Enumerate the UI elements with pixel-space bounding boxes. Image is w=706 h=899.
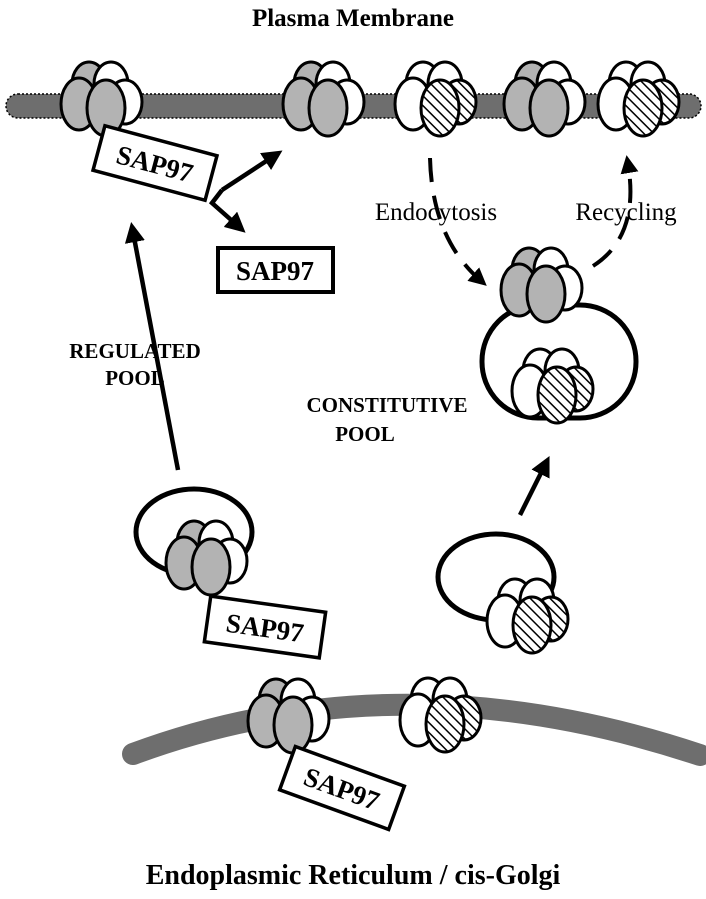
receptor-hatched-er	[398, 676, 483, 754]
sap97-label-free: SAP97	[236, 256, 314, 286]
arrow-to-free-sap97	[208, 188, 246, 233]
receptor-hatched-pm-2	[596, 60, 681, 138]
endocytosis-arrow	[428, 157, 487, 286]
receptor-regulated-vesicle	[164, 519, 249, 597]
constitutive-pool-label-line1: CONSTITUTIVE	[306, 393, 467, 417]
receptor-hatched-endosome	[510, 347, 595, 425]
receptor-regulated-pm	[59, 60, 144, 138]
arrow-to-membrane	[220, 150, 283, 192]
er-golgi-title: Endoplasmic Reticulum / cis-Golgi	[146, 860, 561, 891]
sap97-box-pm: SAP97	[90, 123, 220, 203]
regulated-pool-label-line1: REGULATED	[69, 339, 200, 363]
receptor-gray-pm-1	[281, 60, 366, 138]
constitutive-pathway-arrow	[517, 455, 550, 517]
sap97-box-vesicle: SAP97	[202, 594, 328, 660]
constitutive-pool-label-line2: POOL	[335, 422, 395, 446]
receptor-gray-pm-2	[502, 60, 587, 138]
regulated-pool-label-line2: POOL	[105, 366, 165, 390]
plasma-membrane-title: Plasma Membrane	[252, 5, 454, 32]
sap97-box-er: SAP97	[277, 744, 407, 832]
receptor-gray-endosome	[499, 246, 584, 324]
sap97-box-free: SAP97	[216, 246, 335, 294]
receptor-hatched-vesicle	[485, 577, 570, 655]
receptor-gray-er	[246, 677, 331, 755]
regulated-pathway-arrow	[124, 222, 181, 471]
receptor-hatched-pm-1	[393, 60, 478, 138]
recycling-arrow	[591, 155, 639, 268]
